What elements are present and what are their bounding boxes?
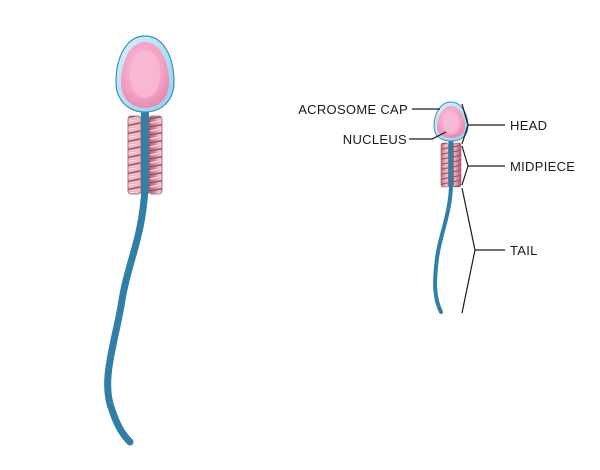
small-tail [433,184,453,314]
label-tail: TAIL [510,243,538,258]
tail-bracket [461,187,476,314]
nucleus-leader [409,131,447,140]
small-axoneme [448,132,454,188]
leader-lines [409,103,505,314]
label-nucleus: NUCLEUS [343,132,407,147]
small-midpiece [440,142,462,188]
label-acrosome-cap: ACROSOME CAP [298,102,408,117]
large-midpiece [127,115,163,195]
large-sperm [104,35,175,446]
small-nucleus [442,111,460,134]
large-axoneme [141,100,149,195]
label-midpiece: MIDPIECE [510,159,575,174]
large-nucleus [129,50,161,98]
label-head: HEAD [510,118,547,133]
large-tail [104,184,149,446]
small-sperm [433,101,469,314]
midpiece-bracket [461,145,469,186]
